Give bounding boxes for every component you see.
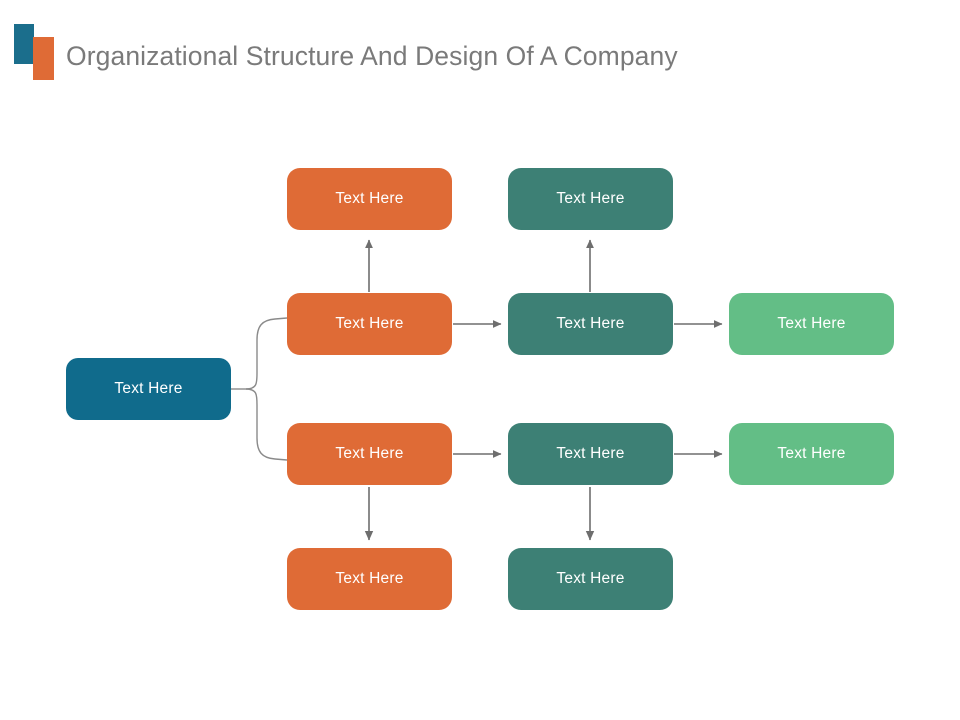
node-col3-row3[interactable]: Text Here bbox=[508, 423, 673, 485]
node-root[interactable]: Text Here bbox=[66, 358, 231, 420]
node-col3-row2[interactable]: Text Here bbox=[508, 293, 673, 355]
connector-bracket-root bbox=[231, 317, 288, 461]
node-col2-row2[interactable]: Text Here bbox=[287, 293, 452, 355]
node-col2-row3[interactable]: Text Here bbox=[287, 423, 452, 485]
logo-mark bbox=[14, 24, 62, 80]
node-col3-row4[interactable]: Text Here bbox=[508, 548, 673, 610]
node-col2-row1[interactable]: Text Here bbox=[287, 168, 452, 230]
logo-blue-bar-icon bbox=[14, 24, 34, 64]
node-col2-row4[interactable]: Text Here bbox=[287, 548, 452, 610]
page-title: Organizational Structure And Design Of A… bbox=[66, 41, 678, 71]
node-col3-row1[interactable]: Text Here bbox=[508, 168, 673, 230]
page-header: Organizational Structure And Design Of A… bbox=[0, 0, 960, 110]
logo-orange-bar-icon bbox=[33, 37, 54, 80]
node-col4-row3[interactable]: Text Here bbox=[729, 423, 894, 485]
node-col4-row2[interactable]: Text Here bbox=[729, 293, 894, 355]
